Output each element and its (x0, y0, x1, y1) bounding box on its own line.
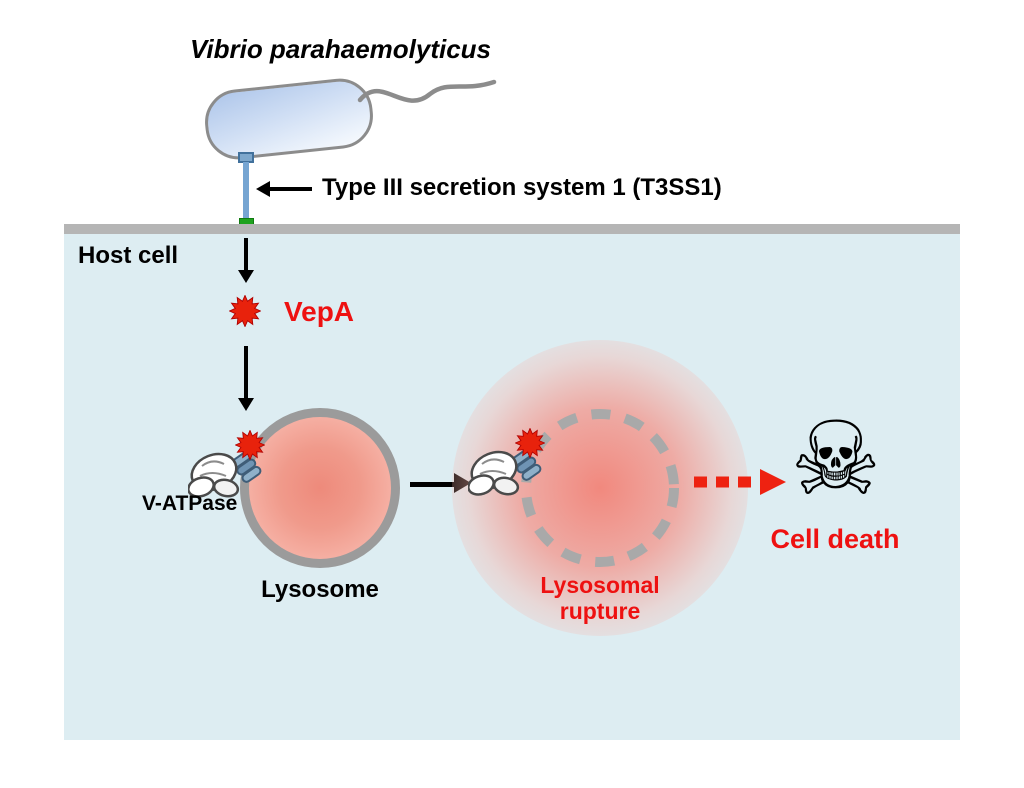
skull-icon: ☠ (790, 402, 882, 516)
progression-arrow-line (410, 482, 456, 487)
vepa-label: VepA (284, 296, 355, 327)
t3ss-needle (243, 162, 249, 222)
diagram-title: Vibrio parahaemolyticus (190, 34, 492, 64)
t3ss-pointer-arrowhead (256, 181, 270, 197)
bacterium-body (201, 75, 377, 163)
cell-death-dashed-arrow (694, 469, 786, 495)
ruptured-lysosome-dashed-circle (521, 409, 679, 567)
cell-death-label: Cell death (770, 524, 900, 554)
injection-arrowhead (238, 270, 254, 283)
t3ss-pointer-arrow-line (270, 187, 312, 191)
targeting-arrowhead (238, 398, 254, 411)
lysosome-label: Lysosome (261, 576, 379, 603)
targeting-arrow-line (244, 346, 248, 400)
membrane-bar (64, 224, 960, 234)
flagellum-icon (357, 79, 497, 103)
vepa-starburst-icon (229, 295, 261, 327)
lysosome-circle (240, 408, 400, 568)
lysosomal-rupture-label: Lysosomal rupture (540, 572, 660, 625)
vepa-starburst-icon (515, 428, 545, 458)
t3ss-label: Type III secretion system 1 (T3SS1) (322, 174, 722, 201)
host-cell-label: Host cell (78, 242, 179, 269)
vepa-starburst-icon (235, 430, 265, 460)
v-atpase-label: V-ATPase (142, 492, 238, 515)
injection-arrow-line (244, 238, 248, 272)
